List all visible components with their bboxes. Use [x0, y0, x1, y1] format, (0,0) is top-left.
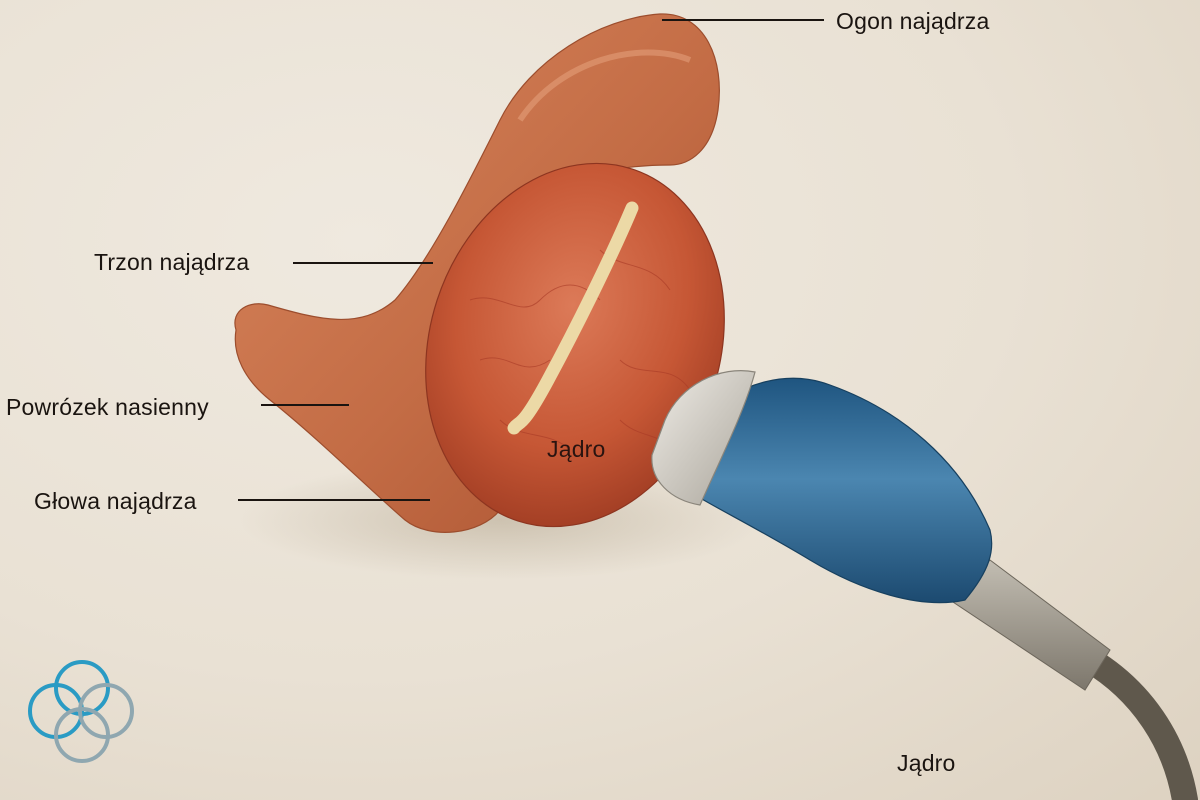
label-testis: Jądro — [547, 436, 606, 462]
label-epididymis-head: Głowa najądrza — [34, 488, 197, 514]
vessel-network — [469, 249, 691, 461]
label-epididymis-body: Trzon najądrza — [94, 249, 250, 275]
leader-line-body — [293, 262, 433, 264]
probe-body — [694, 377, 993, 604]
leader-line-cord — [261, 404, 349, 406]
caption-testis: Jądro — [897, 750, 956, 776]
interlocking-rings-logo — [28, 660, 134, 763]
leader-line-tail — [662, 19, 824, 21]
label-spermatic-cord: Powrózek nasienny — [6, 394, 209, 420]
probe-cap — [651, 370, 756, 506]
label-epididymis-tail: Ogon najądrza — [836, 8, 990, 34]
probe-cable — [1077, 647, 1198, 800]
mediastinum-line — [507, 201, 639, 435]
leader-line-head — [238, 499, 430, 501]
